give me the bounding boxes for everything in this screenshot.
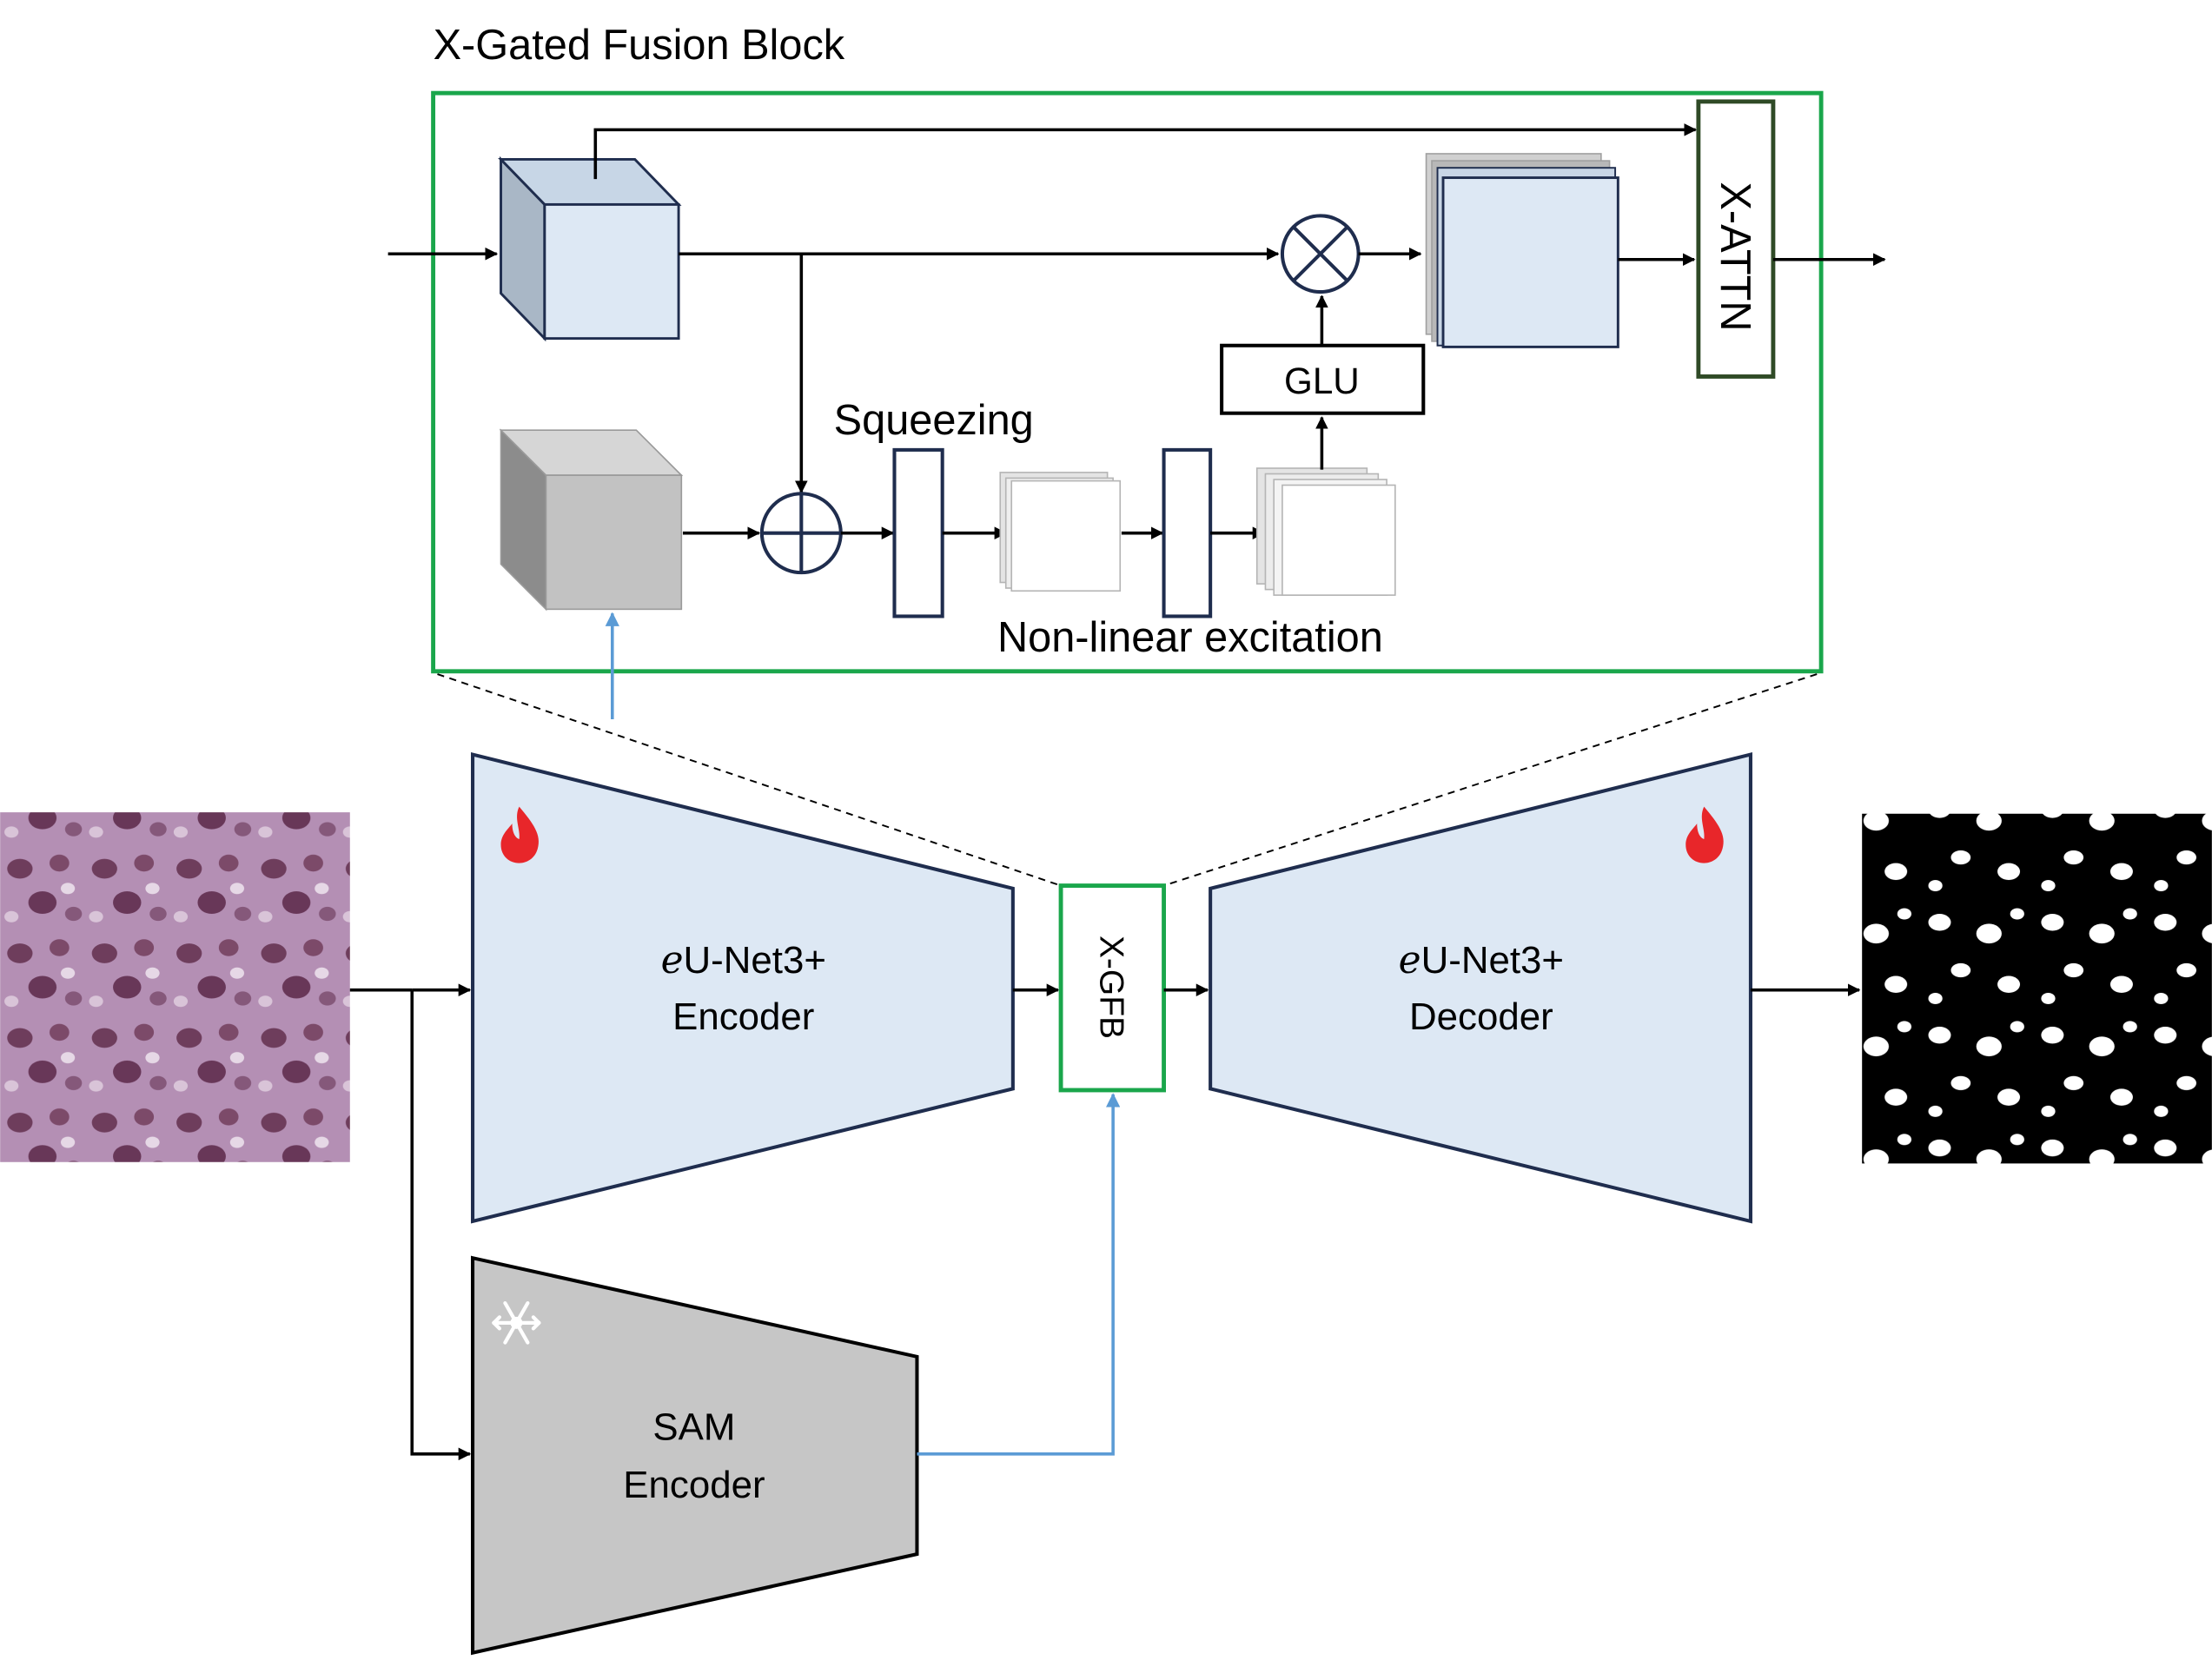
- sam-encoder-block: [471, 1255, 919, 1656]
- input-to-sam-arrow: [410, 989, 472, 1461]
- gated-feature-stack: [1425, 153, 1619, 348]
- encoder-name: U-Net3+: [684, 939, 826, 982]
- squeeze-bar: [892, 447, 944, 618]
- input-histology-image: [0, 812, 350, 1162]
- sam-label-line2: Encoder: [623, 1464, 765, 1506]
- feature-cube-sam: [499, 428, 684, 612]
- flame-icon: [1685, 806, 1724, 863]
- feature-cube-encoder: [498, 155, 682, 342]
- glu-label: GLU: [1284, 360, 1360, 401]
- zoom-line-right: [1163, 673, 1818, 887]
- channel-stack-small: [999, 472, 1122, 592]
- decoder-name: U-Net3+: [1421, 939, 1564, 982]
- add-operator-icon: [759, 492, 843, 575]
- encoder-label-line1: eU-Net3+: [661, 938, 826, 982]
- decoder-prefix: e: [1399, 938, 1421, 982]
- skip-arrow-to-xattn: [593, 123, 1698, 180]
- xattn-label: X-ATTN: [1712, 182, 1758, 331]
- sam-label-line1: SAM: [652, 1406, 735, 1449]
- xgfb-label: X-GFB: [1093, 936, 1130, 1039]
- snowflake-icon: [492, 1301, 541, 1345]
- excitation-label: Non-linear excitation: [997, 614, 1383, 661]
- decoder-block: [1209, 751, 1752, 1224]
- block-title: X-Gated Fusion Block: [434, 22, 845, 69]
- encoder-prefix: e: [661, 938, 684, 982]
- decoder-label-line2: Decoder: [1409, 995, 1553, 1038]
- xgfb-box: [1058, 883, 1166, 1093]
- flame-icon: [500, 806, 539, 863]
- fusion-block-border: [431, 90, 1824, 674]
- output-mask-image: [1862, 813, 2212, 1164]
- zoom-line-left: [437, 673, 1062, 887]
- excitation-bar: [1162, 447, 1213, 618]
- encoder-label-line2: Encoder: [672, 995, 814, 1038]
- squeezing-label: Squeezing: [834, 397, 1034, 444]
- multiply-operator-icon: [1280, 214, 1361, 294]
- decoder-label-line1: eU-Net3+: [1399, 938, 1564, 982]
- xattn-box: [1696, 99, 1776, 379]
- glu-box: [1220, 343, 1426, 415]
- channel-stack-large: [1255, 467, 1396, 596]
- encoder-block: [471, 751, 1015, 1224]
- sam-to-xgfb-arrow: [917, 1093, 1121, 1456]
